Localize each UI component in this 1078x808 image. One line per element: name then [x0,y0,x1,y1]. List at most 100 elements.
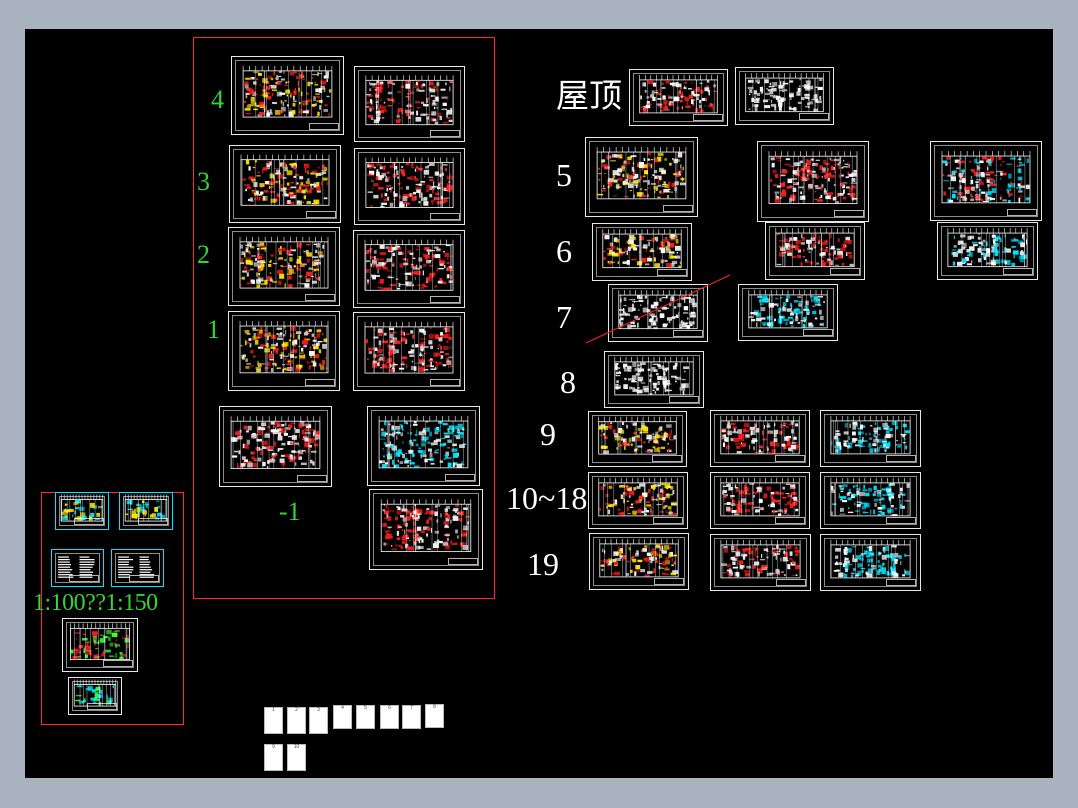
title-block [886,579,916,586]
drawing-sheet-floor4-b[interactable] [354,66,465,142]
floor-plan-drawing [70,623,131,660]
detail-sheet-5[interactable] [62,618,138,672]
index-tile[interactable]: 8 [425,704,444,728]
index-tile-number: 9 [272,744,275,750]
floor-plan-drawing [598,416,677,455]
drawing-sheet-floor6-a[interactable] [592,223,692,281]
floor-plan-drawing [242,65,333,118]
title-block [834,210,864,217]
floor-plan-drawing [240,154,330,206]
title-block [297,475,327,482]
index-tile-number: 3 [317,707,320,713]
drawing-sheet-floor7-b[interactable] [738,284,838,341]
index-tile[interactable]: 4 [333,705,352,729]
drawing-sheet-roof-b[interactable] [735,67,834,125]
drawing-sheet-floor5-c[interactable] [930,141,1042,221]
index-tile[interactable]: 10 [287,744,306,771]
drawing-sheet-roof-a[interactable] [629,69,728,126]
floor-plan-drawing [830,415,911,455]
index-tile[interactable]: 2 [287,707,306,734]
drawing-sheet-floor10-18-b[interactable] [710,472,810,529]
title-block [445,474,475,481]
index-tile[interactable]: 9 [264,744,283,771]
drawing-sheet-floor10-18-a[interactable] [588,472,688,529]
roof-label: 屋顶 [556,79,622,115]
index-tile-number: 4 [341,705,344,711]
title-block [799,113,829,120]
title-block [305,294,335,301]
drawing-sheet-floor8[interactable] [604,351,704,408]
index-tile-number: 5 [364,705,367,711]
floor-plan-drawing [364,321,454,374]
title-block [673,330,703,337]
floor-plan-drawing [947,228,1028,268]
floor-label-5: 5 [556,157,572,193]
drawing-sheet-floor19-c[interactable] [820,534,921,591]
drawing-sheet-floor2-a[interactable] [228,227,340,306]
index-tile[interactable]: 3 [309,707,328,734]
floor-plan-drawing [60,494,104,522]
floor-plan-drawing [118,556,155,578]
floor-plan-drawing [618,290,698,330]
detail-sheet-2[interactable] [119,492,173,530]
title-block [693,114,723,121]
floor-label-19: 19 [527,546,559,582]
drawing-sheet-floor19-a[interactable] [589,533,689,590]
index-tile-number: 6 [388,705,391,711]
drawing-sheet-floor9-c[interactable] [820,410,921,467]
drawing-sheet-floor3-b[interactable] [354,148,465,225]
drawing-sheet-floor10-18-c[interactable] [820,472,921,529]
drawing-sheet-floor9-a[interactable] [588,411,687,467]
drawing-sheet-floor6-b[interactable] [765,222,865,280]
floor-plan-drawing [73,679,117,707]
detail-sheet-6[interactable] [68,677,122,715]
scale-label: 1:100??1:150 [33,590,158,616]
index-tile[interactable]: 1 [264,707,283,734]
floor-plan-drawing [830,477,911,517]
floor-plan-drawing [598,477,678,517]
floor-label-1: 1 [207,315,220,344]
cad-drawing-canvas[interactable]: 4 3 2 1 -1 1:100??1:150 屋顶 5 6 7 8 9 10~… [25,29,1053,778]
drawing-sheet-basement-c[interactable] [369,489,483,570]
drawing-sheet-floor7-a[interactable] [608,284,708,342]
floor-plan-drawing [239,321,329,374]
drawing-sheet-floor5-b[interactable] [757,141,869,222]
drawing-sheet-floor4-a[interactable] [231,56,344,135]
floor-label-basement: -1 [279,497,301,526]
floor-plan-drawing [639,74,718,114]
floor-plan-drawing [614,356,694,396]
drawing-sheet-floor3-a[interactable] [229,145,341,223]
index-tile-number: 10 [293,744,300,750]
title-block [430,130,460,137]
detail-sheet-3[interactable] [51,549,104,587]
index-tile[interactable]: 6 [380,705,399,729]
title-block [138,518,168,525]
drawing-sheet-floor19-b[interactable] [710,534,811,591]
floor-label-9: 9 [540,416,556,452]
floor-plan-drawing [230,416,321,470]
drawing-sheet-floor6-c[interactable] [937,222,1038,280]
title-block [776,579,806,586]
title-block [803,329,833,336]
title-block [654,578,684,585]
floor-plan-drawing [599,538,679,578]
drawing-sheet-floor2-b[interactable] [353,230,465,308]
drawing-sheet-floor9-b[interactable] [710,410,810,467]
drawing-sheet-floor5-a[interactable] [585,137,698,217]
title-block [775,517,805,524]
index-tile-number: 7 [410,705,413,711]
drawing-sheet-floor1-b[interactable] [353,312,465,391]
index-tile[interactable]: 5 [356,705,375,729]
detail-sheet-1[interactable] [55,492,109,530]
index-tile[interactable]: 7 [402,705,421,729]
title-block [448,558,478,565]
floor-plan-drawing [768,151,858,205]
drawing-sheet-floor1-a[interactable] [228,311,340,391]
title-block [87,703,117,710]
floor-plan-drawing [378,416,469,469]
drawing-sheet-basement-a[interactable] [219,406,332,487]
detail-sheet-4[interactable] [111,549,164,587]
title-block [886,455,916,462]
drawing-sheet-basement-b[interactable] [367,406,480,486]
floor-plan-drawing [380,499,472,553]
